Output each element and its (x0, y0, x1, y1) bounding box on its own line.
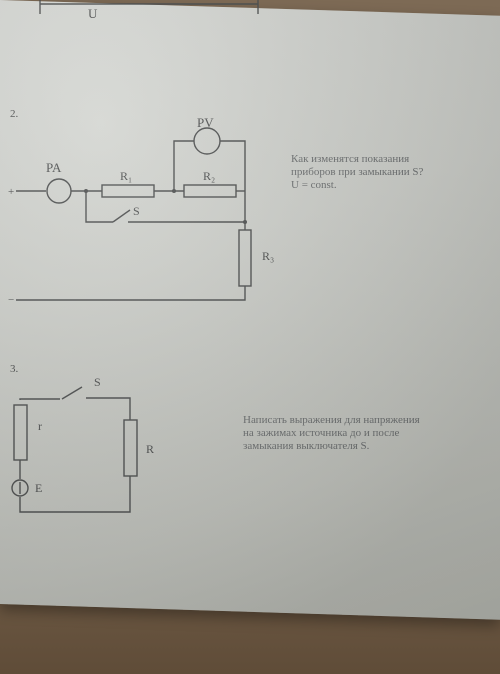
emf-source-symbol (11, 479, 29, 497)
p3-wire-bottom (19, 476, 131, 513)
problem3-question: Написать выражения для напряжения на заж… (243, 414, 420, 453)
p2-node-pa-r1 (84, 189, 88, 193)
plus-terminal: + (8, 186, 14, 198)
voltmeter-lead-right (220, 140, 246, 230)
ammeter-pa-symbol (46, 178, 72, 204)
emf-label: E (35, 481, 42, 495)
switch-s-lead-left (85, 191, 113, 223)
resistor-r-symbol (123, 419, 138, 477)
p2-node-r3 (243, 220, 247, 224)
p3-wire-top-left (19, 398, 60, 400)
voltmeter-pv-symbol (193, 127, 221, 155)
p3-wire-top-right (86, 397, 131, 420)
resistor-r2-symbol (183, 184, 237, 198)
problem3-question-line: Написать выражения для напряжения (243, 414, 420, 426)
r2-label: R₂ (203, 169, 215, 183)
ammeter-label: PA (46, 160, 62, 175)
problem3-number: 3. (10, 363, 19, 375)
problem2-question-line: Как изменятся показания (291, 153, 410, 165)
problem3-question-line: на зажимах источника до и после (243, 427, 400, 439)
resistor-r3-symbol (238, 229, 252, 287)
resistor-r1-symbol (101, 184, 155, 198)
resistor-r-label: R (146, 442, 154, 456)
problem2-question-line: U = const. (291, 179, 337, 191)
p3-switch-blade (61, 386, 83, 400)
r3-label: R₃ (262, 249, 274, 263)
top-voltage-label: U (88, 6, 98, 21)
p2-node-r1-r2 (172, 189, 176, 193)
voltmeter-lead-left (173, 140, 194, 191)
problem2-question-line: приборов при замыкании S? (291, 166, 424, 178)
p3-switch-label: S (94, 375, 101, 389)
problem3-question-line: замыкания выключателя S. (243, 440, 370, 452)
internal-resistance-label: r (38, 419, 42, 433)
problem2-question: Как изменятся показания приборов при зам… (291, 153, 423, 192)
minus-terminal: − (8, 294, 14, 306)
p2-wire-return (16, 286, 246, 301)
switch-s-label: S (133, 204, 140, 218)
voltmeter-label: PV (197, 115, 214, 130)
problem2-number: 2. (10, 108, 19, 120)
internal-resistance-r-symbol (13, 404, 28, 461)
r1-label: R₁ (120, 169, 132, 183)
switch-s-blade (112, 209, 131, 223)
